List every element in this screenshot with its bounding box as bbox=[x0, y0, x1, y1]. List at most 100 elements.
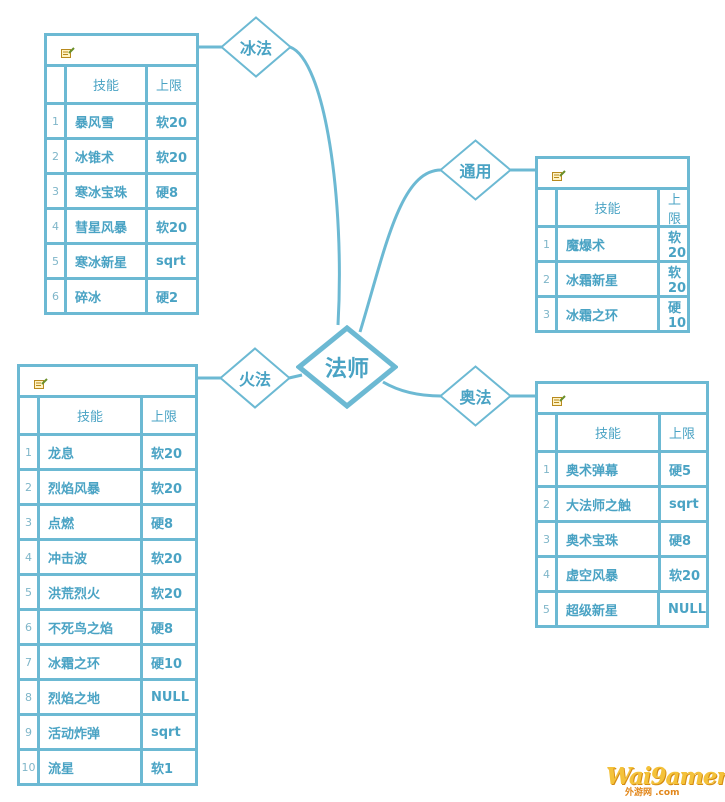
note-edit-icon[interactable] bbox=[552, 166, 566, 181]
row-index: 2 bbox=[543, 497, 550, 511]
skill-limit: 软20 bbox=[657, 228, 687, 261]
skill-name: 超级新星 bbox=[554, 593, 657, 625]
note-edit-icon[interactable] bbox=[34, 374, 48, 389]
skill-name: 流星 bbox=[37, 751, 140, 783]
table-header-row: 技能上限 bbox=[47, 67, 196, 102]
skill-limit: 硬8 bbox=[140, 506, 195, 538]
note-edit-icon[interactable] bbox=[61, 43, 75, 58]
relation-arcane-label: 奥法 bbox=[459, 388, 492, 407]
skill-limit: sqrt bbox=[145, 245, 196, 277]
link-fire-center bbox=[288, 373, 303, 380]
note-edit-icon[interactable] bbox=[552, 391, 566, 406]
skill-limit: 软20 bbox=[140, 436, 195, 468]
table-row[interactable]: 7 冰霜之环硬10 bbox=[20, 643, 195, 678]
skill-name: 奥术宝珠 bbox=[555, 523, 658, 555]
skill-limit: NULL bbox=[140, 681, 195, 713]
skill-limit: 硬10 bbox=[657, 298, 687, 331]
skill-name: 虚空风暴 bbox=[555, 558, 658, 590]
table-header-row: 技能上限 bbox=[20, 398, 195, 433]
skill-name: 寒冰新星 bbox=[64, 245, 145, 277]
skill-limit: 软20 bbox=[140, 576, 195, 608]
relation-ice[interactable]: 冰法 bbox=[220, 16, 292, 78]
row-index: 4 bbox=[52, 219, 59, 233]
skill-name: 暴风雪 bbox=[64, 105, 145, 137]
skill-limit: sqrt bbox=[658, 488, 706, 520]
row-index: 7 bbox=[25, 655, 32, 669]
table-title-bar bbox=[20, 367, 195, 398]
table-row[interactable]: 3 点燃硬8 bbox=[20, 503, 195, 538]
relation-arcane[interactable]: 奥法 bbox=[439, 365, 512, 427]
row-index: 5 bbox=[542, 602, 550, 616]
header-limit: 上限 bbox=[140, 398, 195, 433]
center-node-mage[interactable]: 法师 bbox=[296, 325, 398, 409]
skill-name: 龙息 bbox=[37, 436, 140, 468]
skill-limit: 硬10 bbox=[140, 646, 195, 678]
relation-ice-label: 冰法 bbox=[239, 39, 272, 58]
relation-common[interactable]: 通用 bbox=[439, 139, 512, 201]
row-index: 2 bbox=[25, 480, 32, 494]
row-index: 9 bbox=[25, 725, 32, 739]
row-index: 3 bbox=[25, 515, 32, 529]
skill-limit: 软20 bbox=[657, 263, 687, 296]
header-skill: 技能 bbox=[37, 398, 140, 433]
skill-name: 不死鸟之焰 bbox=[37, 611, 140, 643]
skill-limit: 硬8 bbox=[145, 175, 196, 207]
row-index: 6 bbox=[25, 620, 32, 634]
row-index: 1 bbox=[543, 237, 550, 251]
skill-name: 冰霜之环 bbox=[37, 646, 140, 678]
skill-name: 奥术弹幕 bbox=[555, 453, 658, 485]
table-title-bar bbox=[47, 36, 196, 67]
skill-name: 点燃 bbox=[37, 506, 140, 538]
header-limit: 上限 bbox=[658, 415, 706, 450]
header-limit: 上限 bbox=[657, 190, 687, 227]
skill-limit: 软20 bbox=[145, 105, 196, 137]
row-index: 5 bbox=[52, 254, 59, 268]
link-common-center bbox=[358, 168, 442, 333]
watermark-sub: 外游网 .com bbox=[625, 788, 680, 798]
skill-name: 冰锥术 bbox=[64, 140, 145, 172]
skill-name: 彗星风暴 bbox=[64, 210, 145, 242]
skill-name: 冲击波 bbox=[37, 541, 140, 573]
relation-common-label: 通用 bbox=[459, 162, 492, 181]
watermark-logo: Wai9amer bbox=[606, 763, 725, 790]
row-index: 2 bbox=[52, 149, 59, 163]
table-row[interactable]: 4 彗星风暴软20 bbox=[47, 207, 196, 242]
relation-fire[interactable]: 火法 bbox=[219, 347, 291, 409]
skill-limit: 硬8 bbox=[658, 523, 706, 555]
header-skill: 技能 bbox=[555, 415, 658, 450]
row-index: 8 bbox=[25, 690, 32, 704]
link-ice-center bbox=[289, 45, 341, 326]
table-header-row: 技能上限 bbox=[538, 190, 687, 227]
skill-limit: 软20 bbox=[145, 210, 196, 242]
row-index: 10 bbox=[21, 760, 36, 774]
header-skill: 技能 bbox=[555, 190, 657, 225]
table-header-row: 技能上限 bbox=[538, 415, 706, 450]
header-index-cell bbox=[47, 67, 64, 102]
skill-limit: 硬2 bbox=[145, 280, 196, 312]
